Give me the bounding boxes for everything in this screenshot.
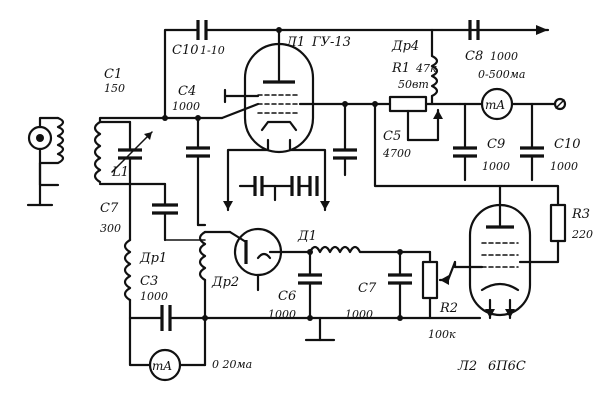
grid-meter-symbol: mA bbox=[152, 359, 172, 373]
r3-label: R3 bbox=[571, 207, 590, 222]
ground-symbol bbox=[304, 316, 336, 342]
dr4-label: Др4 bbox=[391, 39, 419, 54]
c6-capacitor bbox=[298, 250, 322, 320]
tube-l1 bbox=[220, 28, 347, 212]
c9-label: C9 bbox=[487, 137, 505, 152]
c10-top-label: C10 bbox=[172, 43, 199, 58]
r2-value: 100к bbox=[428, 328, 456, 341]
c5-capacitor bbox=[333, 102, 357, 177]
c1-label: C1 bbox=[104, 67, 122, 82]
l1-coil bbox=[93, 120, 102, 184]
plate-meter-symbol: mA bbox=[485, 98, 505, 112]
c10-top-value: 1-10 bbox=[200, 44, 225, 57]
r3-value: 220 bbox=[571, 228, 593, 241]
c4-label: C4 bbox=[178, 84, 196, 99]
tube-l1-name: Л1 bbox=[285, 35, 305, 50]
d1-label: Д1 bbox=[297, 229, 317, 244]
c5-label: C5 bbox=[383, 129, 401, 144]
detector-choke bbox=[308, 245, 402, 254]
tube-l2-name: Л2 bbox=[457, 359, 477, 374]
r1-label: R1 bbox=[391, 61, 410, 76]
dr4-choke bbox=[430, 28, 439, 106]
c7-left-label: C7 bbox=[100, 201, 119, 216]
c7-left-capacitor bbox=[152, 182, 178, 242]
c7-right-label: C7 bbox=[358, 281, 377, 296]
c10-right-label: C10 bbox=[554, 137, 581, 152]
tube-l1-type: ГУ-13 bbox=[311, 35, 351, 50]
c1-capacitor bbox=[98, 120, 167, 186]
screen-feed-wire bbox=[373, 102, 560, 207]
tube-l2-type: 6П6С bbox=[488, 359, 526, 374]
c4-value: 1000 bbox=[172, 100, 200, 113]
r1-value: 47к bbox=[415, 62, 437, 75]
grid-input-wire bbox=[98, 116, 224, 124]
c10-right-capacitor bbox=[520, 102, 544, 182]
c3-capacitor bbox=[128, 305, 207, 331]
c9-value: 1000 bbox=[482, 160, 510, 173]
c8-value: 1000 bbox=[490, 50, 518, 63]
c5-value: 4700 bbox=[382, 147, 411, 160]
input-link-coil bbox=[38, 116, 65, 187]
dr1-choke bbox=[123, 182, 132, 320]
filament-bypass-caps bbox=[238, 176, 319, 202]
c1-value: 150 bbox=[104, 82, 125, 95]
c10-right-value: 1000 bbox=[550, 160, 578, 173]
r2-potentiometer bbox=[398, 250, 457, 320]
grid-current-meter bbox=[128, 316, 207, 382]
c6-label: C6 bbox=[278, 289, 296, 304]
plate-current-meter bbox=[458, 87, 567, 121]
input-coax-connector bbox=[26, 116, 60, 207]
diode-d1 bbox=[203, 227, 312, 292]
c7-right-capacitor bbox=[388, 250, 412, 320]
c4-capacitor bbox=[186, 116, 210, 227]
c8-label: C8 bbox=[465, 49, 483, 64]
dr2-label: Др2 bbox=[211, 275, 239, 290]
grid-meter-range: 0 20ма bbox=[212, 358, 252, 371]
l1-label: L1 bbox=[111, 165, 129, 180]
tube-l2 bbox=[453, 184, 532, 320]
c3-value: 1000 bbox=[140, 290, 168, 303]
c9-capacitor bbox=[453, 102, 477, 182]
plate-meter-range: 0-500ма bbox=[478, 68, 525, 81]
r1-resistor bbox=[388, 95, 462, 142]
c8-capacitor bbox=[468, 20, 480, 40]
c7-left-value: 300 bbox=[100, 222, 121, 235]
dr2-choke bbox=[196, 223, 207, 320]
r3-resistor bbox=[518, 203, 567, 264]
dr1-label: Др1 bbox=[139, 251, 167, 266]
c10-top-capacitor bbox=[163, 20, 550, 120]
r1-power: 50вт bbox=[398, 78, 429, 91]
r2-label: R2 bbox=[439, 301, 458, 316]
c3-label: C3 bbox=[140, 274, 158, 289]
